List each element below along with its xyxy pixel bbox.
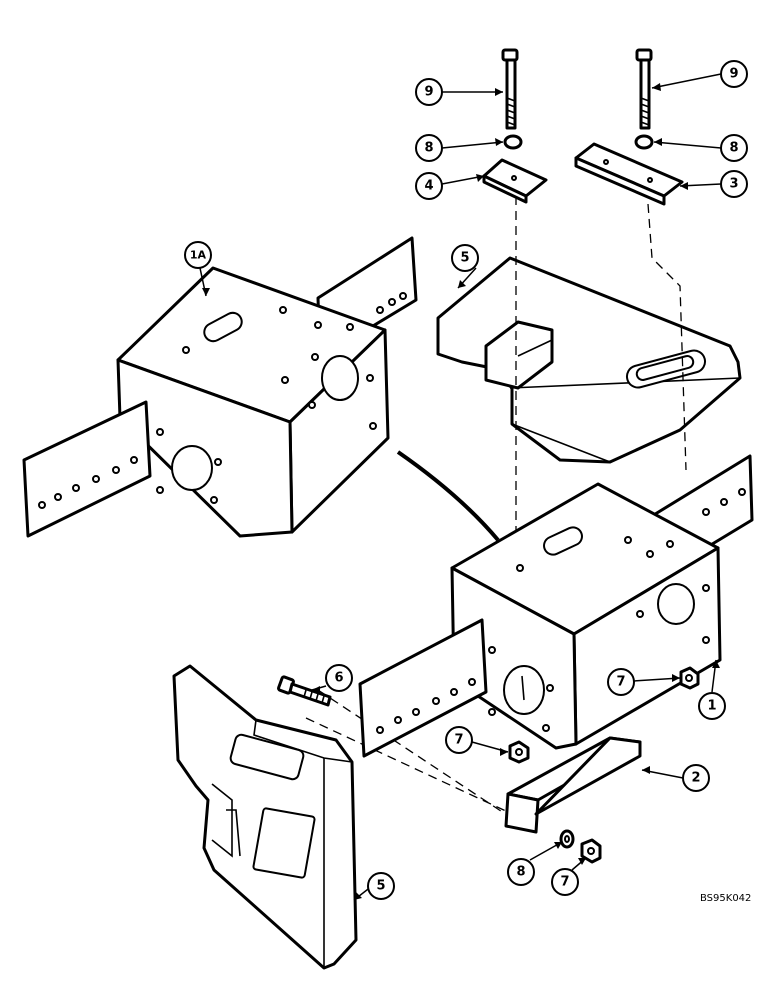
dash-line-bottom-2 <box>305 717 509 813</box>
svg-text:6: 6 <box>334 671 343 686</box>
bolt-6 <box>277 675 332 707</box>
plate-4 <box>482 158 548 204</box>
callout-8-right: 8 <box>720 134 748 162</box>
svg-text:9: 9 <box>729 67 738 82</box>
weight-5-upper <box>436 256 742 464</box>
svg-text:8: 8 <box>424 141 433 156</box>
bracket-1 <box>358 454 754 758</box>
callout-6: 6 <box>325 664 353 692</box>
svg-text:8: 8 <box>729 141 738 156</box>
callout-7-right: 7 <box>607 668 635 696</box>
svg-text:8: 8 <box>516 865 525 880</box>
nut-7-middle <box>508 740 530 764</box>
bracket-1a <box>22 236 418 538</box>
svg-text:9: 9 <box>424 85 433 100</box>
nut-7-right <box>679 666 700 690</box>
callout-9-right: 9 <box>720 60 748 88</box>
svg-text:4: 4 <box>424 179 433 194</box>
angle-bracket-2 <box>504 736 642 834</box>
svg-text:7: 7 <box>560 875 569 890</box>
svg-text:2: 2 <box>691 771 700 786</box>
callout-7-bottom: 7 <box>551 868 579 896</box>
plate-3 <box>574 142 684 206</box>
callout-5-upper: 5 <box>451 244 479 272</box>
callout-8-left: 8 <box>415 134 443 162</box>
dash-line-right <box>647 203 687 471</box>
weight-5-lower <box>172 664 358 970</box>
svg-text:3: 3 <box>729 177 738 192</box>
callout-7-middle: 7 <box>445 726 473 754</box>
svg-text:1: 1 <box>707 699 716 714</box>
callout-1: 1 <box>698 692 726 720</box>
bolt-9-left <box>501 48 519 130</box>
callout-9-left: 9 <box>415 78 443 106</box>
figure-code: BS95K042 <box>700 893 751 904</box>
svg-text:5: 5 <box>376 879 385 894</box>
arrowheads <box>202 83 720 900</box>
svg-text:7: 7 <box>454 733 463 748</box>
washer-8-right <box>634 134 654 150</box>
bolt-9-right <box>635 48 653 130</box>
svg-text:7: 7 <box>616 675 625 690</box>
callout-5-lower: 5 <box>367 872 395 900</box>
callout-2: 2 <box>682 764 710 792</box>
callout-1a: 1A <box>184 241 212 269</box>
callout-3: 3 <box>720 170 748 198</box>
callout-8-bottom: 8 <box>507 858 535 886</box>
washer-8-left <box>503 134 523 150</box>
assembly-arc <box>396 450 500 542</box>
callout-4: 4 <box>415 172 443 200</box>
svg-text:5: 5 <box>460 251 469 266</box>
washer-8-bottom <box>559 829 575 849</box>
svg-text:1A: 1A <box>190 249 207 262</box>
nut-7-bottom <box>580 838 602 864</box>
